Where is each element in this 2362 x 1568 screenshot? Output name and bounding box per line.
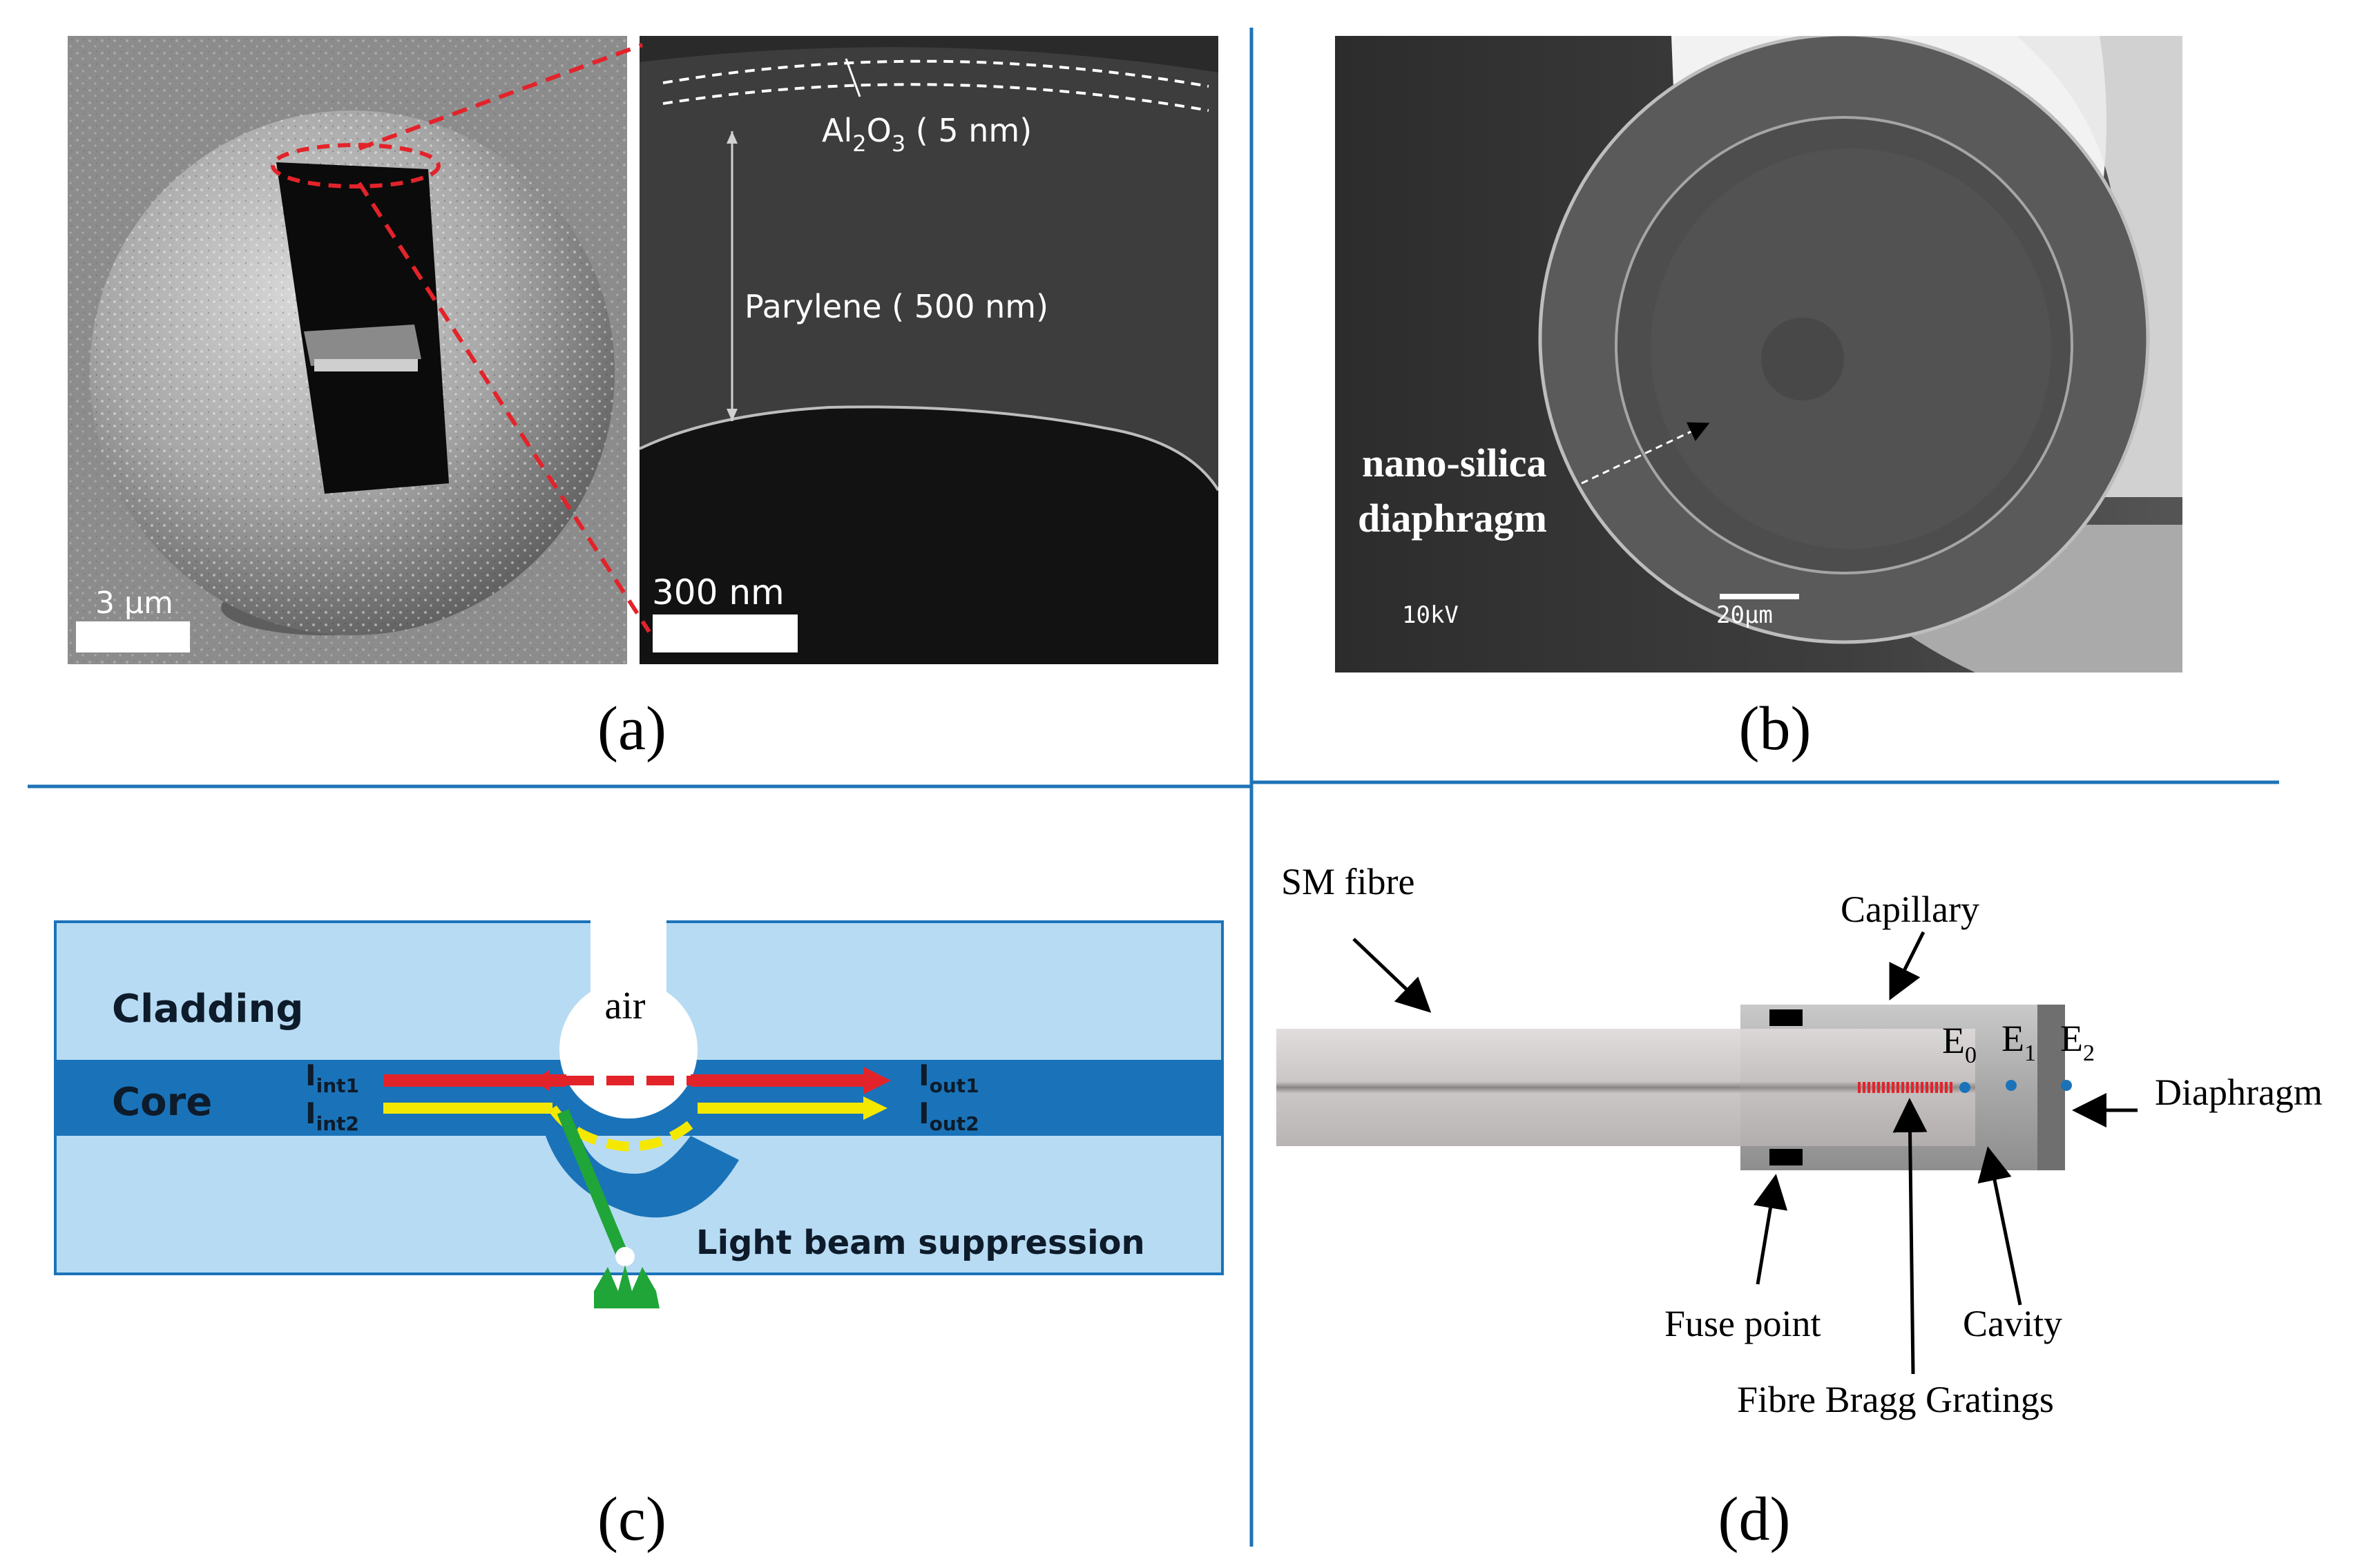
beam-yellow-dashed: [548, 1105, 701, 1152]
voltage-readout: 10kV: [1402, 601, 1459, 629]
beam-green: [557, 1109, 628, 1256]
beam-yellow-arrowhead: [863, 1096, 887, 1120]
reflection-e2: [2061, 1080, 2072, 1091]
reflection-e1: [2006, 1080, 2017, 1091]
reflection-e0: [1959, 1082, 1970, 1093]
sem-image-cross-section: [640, 36, 1218, 664]
sem-image-fibre-end: [1335, 36, 2182, 672]
panel-b-label: (b): [1739, 695, 1812, 763]
cladding-label: Cladding: [112, 987, 303, 1032]
gratings-label: Fibre Bragg Gratings: [1737, 1379, 2054, 1420]
cavity-label: Cavity: [1963, 1303, 2062, 1344]
fuse-point-arrow: [1753, 1174, 1788, 1285]
fuse-point-top: [1769, 1009, 1803, 1026]
panel-b: nano-silica diaphragm 10kV 20µm (b): [1335, 36, 2182, 763]
fuse-point-bottom: [1769, 1149, 1803, 1165]
zoom-line-top: [358, 43, 644, 151]
sm-fibre: [1276, 1029, 1740, 1146]
diaphragm-end: [2037, 1005, 2065, 1170]
capillary-label: Capillary: [1841, 889, 1979, 930]
air-label: air: [604, 985, 645, 1027]
panel-c-label: (c): [597, 1485, 666, 1554]
gratings-arrow: [1892, 1098, 1928, 1375]
zoom-line-bottom: [357, 182, 651, 633]
output-intensity-2: Iout2: [919, 1096, 979, 1135]
scale-bar-left: [76, 621, 190, 652]
input-intensity-1: Iint1: [305, 1058, 359, 1097]
scale-readout: 20µm: [1716, 601, 1773, 629]
panel-d: E0 E1 E2 SM fibre Capillary Diaphragm Fu…: [1276, 861, 2323, 1554]
scatter-point: [615, 1247, 635, 1266]
e1-label: E1: [2001, 1018, 2036, 1066]
sm-fibre-arrow: [1352, 938, 1432, 1013]
capillary-arrow: [1889, 931, 1926, 1000]
layer-label-parylene: Parylene ( 500 nm): [745, 288, 1048, 325]
diaphragm-label: Diaphragm: [2155, 1072, 2323, 1113]
beam-red-back-arrowhead: [533, 1070, 549, 1091]
beam-red-arrowhead: [863, 1067, 891, 1094]
fuse-point-label: Fuse point: [1664, 1303, 1821, 1344]
layer-label-alumina: Al2O3 ( 5 nm): [822, 112, 1032, 157]
panel-a: 3 µm Al2O3 ( 5 nm) Parylene ( 500 nm) 30…: [68, 36, 1218, 763]
panel-a-label: (a): [597, 695, 666, 763]
core-label: Core: [112, 1080, 212, 1125]
panel-c: Cladding Core air Iint1 Iint2 Iout1 Iout…: [54, 918, 1224, 1554]
cavity-arrow: [1977, 1146, 2022, 1306]
sm-fibre-label: SM fibre: [1281, 861, 1414, 902]
annotation-line2: diaphragm: [1358, 496, 1547, 541]
suppression-label: Light beam suppression: [696, 1223, 1145, 1262]
scale-label-right: 300 nm: [652, 572, 785, 612]
core-bend: [546, 1136, 739, 1218]
e2-label: E2: [2060, 1018, 2095, 1066]
input-intensity-2: Iint2: [305, 1096, 359, 1135]
e0-label: E0: [1942, 1020, 1977, 1068]
output-intensity-1: Iout1: [919, 1058, 979, 1097]
sem-image-sphere: [68, 36, 627, 664]
annotation-line1: nano-silica: [1362, 441, 1547, 485]
scatter-burst: [594, 1265, 660, 1308]
panel-d-label: (d): [1718, 1485, 1791, 1554]
scale-bar-right: [653, 614, 798, 652]
scale-label-left: 3 µm: [95, 585, 173, 621]
